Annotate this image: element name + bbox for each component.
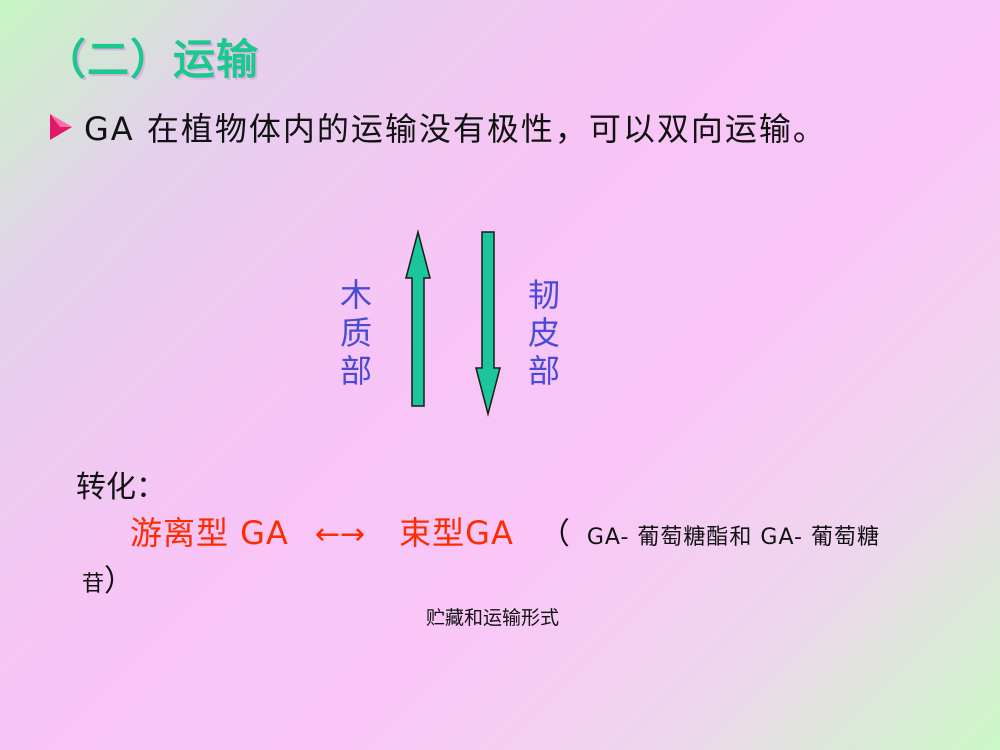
note-close-paren: ） bbox=[104, 564, 135, 599]
free-type-ga: 游离型 GA bbox=[130, 514, 289, 552]
phloem-label: 韧 皮 部 bbox=[524, 276, 564, 390]
storage-transport-note: 贮藏和运输形式 bbox=[426, 607, 560, 629]
transport-arrows bbox=[405, 229, 501, 417]
slide-title: （二）运输 bbox=[44, 35, 260, 84]
note-cont-text: 苷 bbox=[82, 572, 105, 597]
phloem-label-char: 韧 bbox=[527, 276, 560, 314]
conversion-row: 游离型 GA ←→ 束型GA （ GA- 葡萄糖酯和 GA- 葡萄糖 bbox=[130, 508, 880, 554]
xylem-label-char: 木 bbox=[339, 276, 372, 314]
up-arrow-icon bbox=[405, 229, 431, 407]
bound-type-ga: 束型GA bbox=[399, 514, 514, 552]
xylem-label-char: 部 bbox=[339, 352, 372, 390]
conversion-label: 转化： bbox=[76, 470, 166, 505]
right-triangle-bullet-icon bbox=[50, 114, 72, 140]
xylem-label-char: 质 bbox=[339, 314, 372, 352]
xylem-label: 木 质 部 bbox=[336, 276, 376, 390]
phloem-label-char: 皮 bbox=[527, 314, 560, 352]
note-continuation: 苷） bbox=[82, 556, 134, 600]
bullet-point: GA 在植物体内的运输没有极性，可以双向运输。 bbox=[48, 104, 827, 150]
double-arrow-icon: ←→ bbox=[314, 517, 366, 552]
bullet-text: GA 在植物体内的运输没有极性，可以双向运输。 bbox=[84, 110, 827, 148]
bound-type-note: （ GA- 葡萄糖酯和 GA- 葡萄糖 bbox=[540, 509, 880, 553]
note-open-paren: （ bbox=[539, 517, 571, 552]
note-text: GA- 葡萄糖酯和 GA- 葡萄糖 bbox=[586, 525, 880, 550]
phloem-label-char: 部 bbox=[527, 352, 560, 390]
down-arrow-icon bbox=[475, 231, 501, 417]
